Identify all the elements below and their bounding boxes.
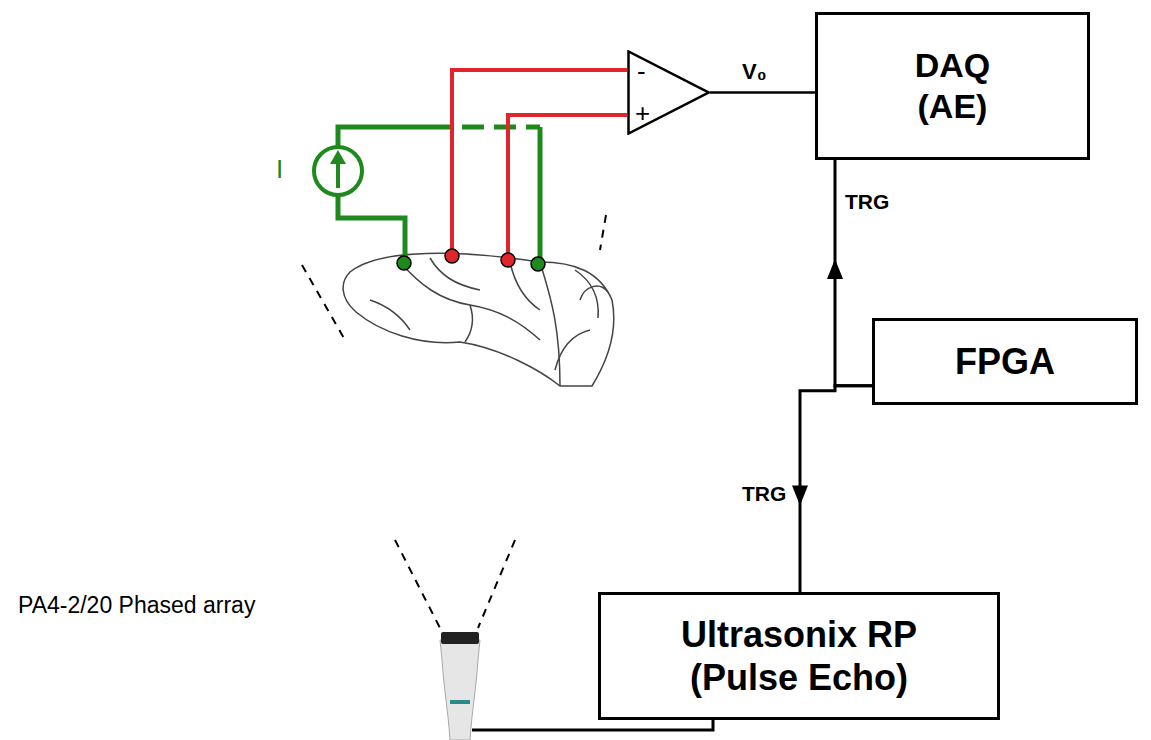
probe-label: PA4-2/20 Phased array [18, 592, 255, 619]
process-box: Ultrasonix RP (Pulse Echo) [598, 592, 1000, 720]
current-source-symbol [314, 147, 362, 195]
process-box: FPGA [872, 318, 1138, 405]
probe-symbol [440, 632, 480, 740]
box-label: Ultrasonix RP (Pulse Echo) [649, 613, 949, 699]
signal-name: TRG [843, 190, 891, 214]
amplifier-node: -+ [627, 50, 710, 135]
box-label: FPGA [955, 340, 1055, 383]
signal-wire [710, 92, 815, 93]
signal-wire [792, 386, 872, 592]
pin-sign: - [637, 56, 646, 87]
process-box: DAQ (AE) [815, 12, 1090, 160]
electrode-dot [397, 249, 545, 271]
signal-name: TRG [740, 482, 788, 506]
current-label: I [276, 154, 283, 185]
heart-sketch [343, 253, 614, 386]
pin-sign: + [635, 98, 650, 129]
voltage-wire [452, 70, 627, 258]
probe-cable [472, 720, 713, 730]
signal-name: V₀ [740, 59, 769, 85]
box-label: DAQ (AE) [893, 45, 1013, 127]
